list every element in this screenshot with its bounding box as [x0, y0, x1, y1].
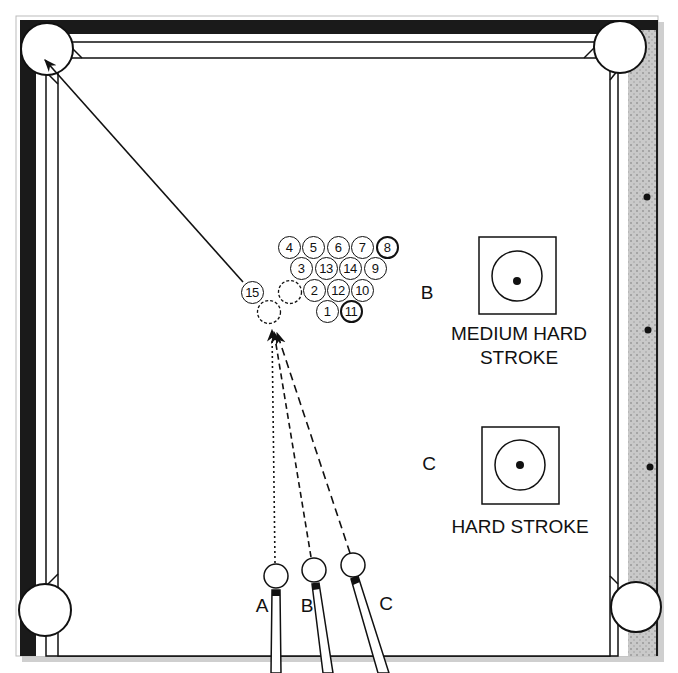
ball-number: 1 — [324, 305, 331, 318]
ball-number: 13 — [319, 262, 332, 275]
cue-stick — [351, 576, 389, 673]
pool-ball: 12 — [327, 279, 350, 302]
cue-ball — [264, 564, 288, 588]
ball-number: 14 — [343, 262, 356, 275]
pool-ball: 6 — [327, 236, 350, 259]
pool-ball: 4 — [278, 236, 301, 259]
pool-ball: 8 — [376, 236, 399, 259]
ball-number: 8 — [384, 241, 391, 254]
pool-ball: 7 — [351, 236, 374, 259]
ball-number: 7 — [359, 241, 366, 254]
wood-rail — [628, 30, 656, 656]
pocket — [611, 582, 661, 632]
pool-ball: 11 — [340, 300, 363, 323]
pool-ball: 5 — [302, 236, 325, 259]
pool-ball: 15 — [241, 281, 264, 304]
ball-number: 2 — [311, 284, 318, 297]
ball-number: 12 — [331, 284, 344, 297]
pocket — [19, 584, 71, 636]
ball-number: 5 — [310, 241, 317, 254]
stroke-label: MEDIUM HARD STROKE — [449, 322, 589, 370]
cue-label: A — [256, 594, 269, 618]
pool-ball: 14 — [339, 257, 362, 280]
cue-tip-box — [479, 237, 556, 314]
pool-ball: 9 — [364, 257, 387, 280]
pool-ball: 10 — [351, 279, 374, 302]
cue-label: B — [301, 594, 314, 618]
table-rail — [20, 20, 658, 656]
ball-number: 4 — [286, 241, 293, 254]
aim-line — [272, 330, 275, 563]
table-rail-inner — [36, 34, 628, 656]
pool-ball: 3 — [290, 257, 313, 280]
pool-ball: 1 — [316, 300, 339, 323]
pool-ball: 13 — [315, 257, 338, 280]
aim-line — [274, 332, 311, 557]
ball-number: 10 — [355, 284, 368, 297]
ball-number: 11 — [345, 305, 358, 318]
ball-number: 15 — [245, 286, 258, 299]
frame-shadow — [22, 22, 664, 662]
cushion-line — [58, 58, 610, 656]
cue-ball — [302, 558, 326, 582]
cue-label: C — [379, 592, 393, 616]
pool-ball: 2 — [303, 279, 326, 302]
stroke-label: C — [422, 452, 436, 476]
cue-stick — [271, 590, 281, 673]
ball-number: 3 — [298, 262, 305, 275]
ball-number: 9 — [372, 262, 379, 275]
cue-tip-box — [482, 427, 559, 504]
pocket — [21, 23, 73, 75]
aim-line — [277, 333, 350, 553]
ghost-ball — [279, 281, 302, 304]
stroke-label: HARD STROKE — [450, 515, 590, 539]
ghost-ball — [258, 301, 281, 324]
cue-stick — [312, 583, 333, 673]
frame — [16, 16, 658, 656]
pocket — [594, 21, 646, 73]
ball-path — [45, 60, 243, 282]
cue-ball — [341, 553, 365, 577]
stroke-label: B — [421, 281, 434, 305]
ball-number: 6 — [335, 241, 342, 254]
rail-line — [46, 42, 618, 656]
